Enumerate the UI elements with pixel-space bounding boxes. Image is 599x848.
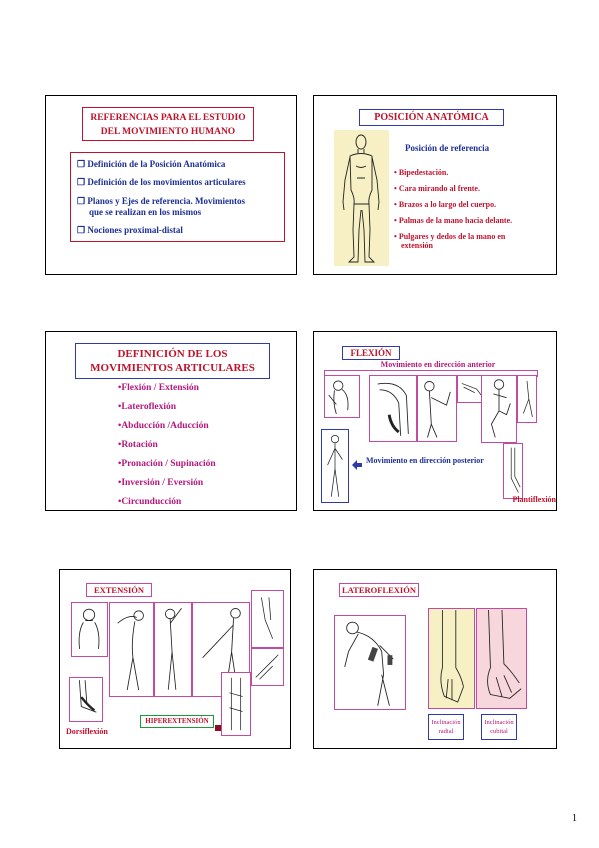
slide-references: REFERENCIAS PARA EL ESTUDIO DEL MOVIMIEN… bbox=[45, 95, 297, 275]
dorsiflexion-label: Dorsiflexión bbox=[66, 727, 108, 736]
slide3-item: •Inversión / Eversión bbox=[118, 478, 204, 488]
slide2-title: POSICIÓN ANATÓMICA bbox=[359, 109, 504, 126]
slide4-title: FLEXIÓN bbox=[342, 346, 400, 360]
slide1-title-box: REFERENCIAS PARA EL ESTUDIO DEL MOVIMIEN… bbox=[82, 107, 254, 141]
slide1-item: ❒ Planos y Ejes de referencia. Movimient… bbox=[77, 196, 282, 218]
slide3-item: •Lateroflexión bbox=[118, 402, 177, 412]
bullet-icon: • bbox=[394, 184, 399, 193]
slide3-item: •Rotación bbox=[118, 440, 158, 450]
standing-body-illustration bbox=[342, 134, 380, 263]
radial-caption-line2: radial bbox=[438, 728, 454, 735]
flexion-figure-standing-back bbox=[321, 429, 349, 503]
plantarflexion-label: Plantiflexión bbox=[512, 495, 556, 504]
bullet-icon: • bbox=[394, 232, 399, 241]
lateral-flexion-body-figure bbox=[334, 615, 406, 710]
slide2-subtitle: Posición de referencia bbox=[405, 143, 490, 153]
cubital-inclination-hand bbox=[476, 608, 527, 709]
slide-anatomical-position: POSICIÓN ANATÓMICA Posición de referenci… bbox=[313, 95, 557, 275]
radial-caption-line1: Inclinación bbox=[431, 719, 461, 726]
slide2-item: • Palmas de la mano hacia delante. bbox=[394, 216, 512, 225]
slide3-title-line1: DEFINICIÓN DE LOS bbox=[117, 348, 228, 360]
slide2-item-text: Bipedestación. bbox=[398, 168, 449, 177]
anterior-movement-label: Movimiento en dirección anterior bbox=[380, 360, 496, 369]
checkbox-icon: ❒ bbox=[77, 159, 86, 169]
hyperextension-figure bbox=[221, 672, 251, 736]
slide3-item: •Flexión / Extensión bbox=[118, 383, 199, 393]
slide1-item-text: Definición de la Posición Anatómica bbox=[87, 159, 226, 169]
flexion-figure-hip bbox=[481, 375, 517, 443]
extension-figure-neck bbox=[71, 602, 108, 657]
slide5-title: EXTENSIÓN bbox=[86, 583, 152, 597]
slide3-title-line2: MOVIMIENTOS ARTICULARES bbox=[90, 362, 255, 374]
hyperextension-label: HIPEREXTENSIÓN bbox=[140, 715, 214, 728]
cubital-caption-line2: cubital bbox=[490, 728, 508, 735]
slide1-item-text: Planos y Ejes de referencia. Movimientos bbox=[87, 196, 245, 206]
posterior-movement-label: Movimiento en dirección posterior bbox=[366, 456, 484, 465]
cubital-inclination-caption-box: Inclinación cubital bbox=[481, 714, 517, 740]
slide2-item-text: Pulgares y dedos de la mano en bbox=[398, 232, 506, 241]
page-number: 1 bbox=[572, 813, 577, 824]
flexion-figure-knee bbox=[517, 375, 537, 423]
slide1-title-line1: REFERENCIAS PARA EL ESTUDIO bbox=[90, 113, 246, 123]
bullet-icon: • bbox=[394, 168, 399, 177]
slide2-item-text: Brazos a lo largo del cuerpo. bbox=[398, 200, 497, 209]
hyperextension-arrow-icon bbox=[214, 719, 222, 731]
slide1-item: ❒ Nociones proximal-distal bbox=[77, 225, 282, 236]
slide3-item: •Abducción /Aducción bbox=[118, 421, 209, 431]
extension-figure-back bbox=[109, 602, 154, 697]
slide1-item: ❒ Definición de los movimientos articula… bbox=[77, 177, 282, 188]
slide2-item: • Brazos a lo largo del cuerpo. bbox=[394, 200, 496, 209]
flexion-figure-trunk bbox=[369, 375, 417, 442]
anatomical-figure bbox=[334, 130, 389, 266]
radial-inclination-hand bbox=[428, 608, 475, 709]
anterior-bracket bbox=[324, 370, 538, 377]
slide2-item-text: Cara mirando al frente. bbox=[398, 184, 480, 193]
slide2-item: • Cara mirando al frente. bbox=[394, 184, 480, 193]
slide2-item: • Bipedestación. bbox=[394, 168, 448, 177]
slide1-item-text: Nociones proximal-distal bbox=[87, 225, 183, 235]
slide1-item-text: Definición de los movimientos articulare… bbox=[87, 177, 246, 187]
slide-flexion: FLEXIÓN Movimiento en dirección anterior… bbox=[313, 331, 557, 511]
checkbox-icon: ❒ bbox=[77, 225, 86, 235]
extension-figure-hand bbox=[251, 590, 284, 648]
checkbox-icon: ❒ bbox=[77, 196, 86, 206]
extension-figure-wrist bbox=[251, 648, 284, 686]
slide-lateral-flexion: LATEROFLEXIÓN Inclinación radial Inclina… bbox=[313, 569, 557, 749]
slide1-item: ❒ Definición de la Posición Anatómica bbox=[77, 159, 282, 170]
slide1-list-box: ❒ Definición de la Posición Anatómica ❒ … bbox=[70, 152, 285, 242]
slide1-title-line2: DEL MOVIMIENTO HUMANO bbox=[100, 127, 236, 137]
cubital-caption-line1: Inclinación bbox=[484, 719, 514, 726]
slide-extension: EXTENSIÓN Dorsiflexión HIPEREXTENSIÓN bbox=[59, 569, 291, 749]
slide3-title-box: DEFINICIÓN DE LOS MOVIMIENTOS ARTICULARE… bbox=[75, 343, 270, 379]
radial-inclination-caption-box: Inclinación radial bbox=[428, 714, 464, 740]
plantarflexion-figure bbox=[503, 443, 523, 499]
bullet-icon: • bbox=[394, 216, 399, 225]
flexion-figure-neck bbox=[324, 375, 360, 418]
checkbox-icon: ❒ bbox=[77, 177, 86, 187]
slide6-title: LATEROFLEXIÓN bbox=[339, 583, 419, 597]
slide2-item-text: Palmas de la mano hacia delante. bbox=[398, 216, 513, 225]
slide2-item-text-cont: extensión bbox=[401, 241, 433, 250]
slide-joint-movements: DEFINICIÓN DE LOS MOVIMIENTOS ARTICULARE… bbox=[45, 331, 297, 511]
dorsiflexion-figure bbox=[69, 677, 103, 722]
left-arrow-icon bbox=[352, 457, 362, 470]
slide3-item: •Pronación / Supinación bbox=[118, 459, 216, 469]
flexion-figure-arm bbox=[417, 375, 457, 442]
extension-figure-shoulder bbox=[154, 602, 192, 697]
slide1-item-text-cont: que se realizan en los mismos bbox=[89, 207, 202, 217]
slide3-item: •Circunducción bbox=[118, 497, 182, 507]
bullet-icon: • bbox=[394, 200, 399, 209]
